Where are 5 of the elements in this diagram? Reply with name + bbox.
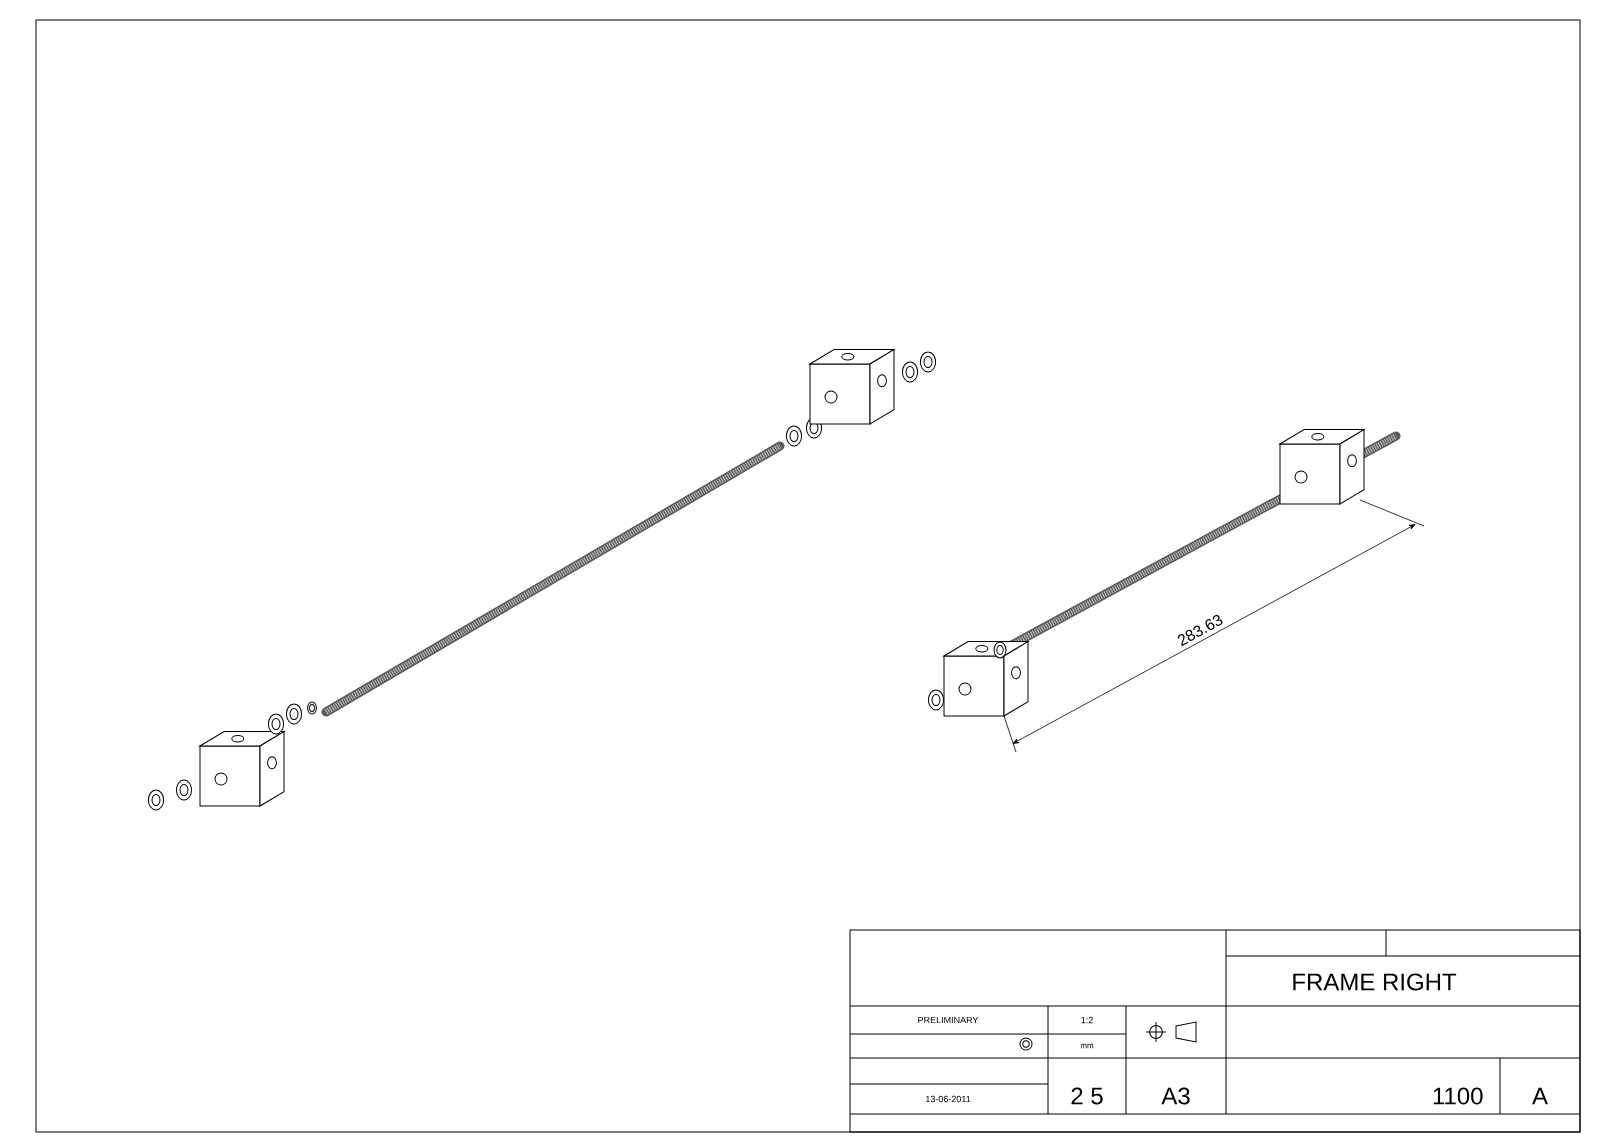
sheet-number: 2 5: [1071, 1087, 1103, 1105]
revision-letter: A: [1532, 1087, 1548, 1105]
paper-size-text: A3: [1161, 1087, 1190, 1105]
drawing-number: 1100: [1433, 1087, 1483, 1105]
title-text: FRAME RIGHT: [1293, 973, 1457, 991]
